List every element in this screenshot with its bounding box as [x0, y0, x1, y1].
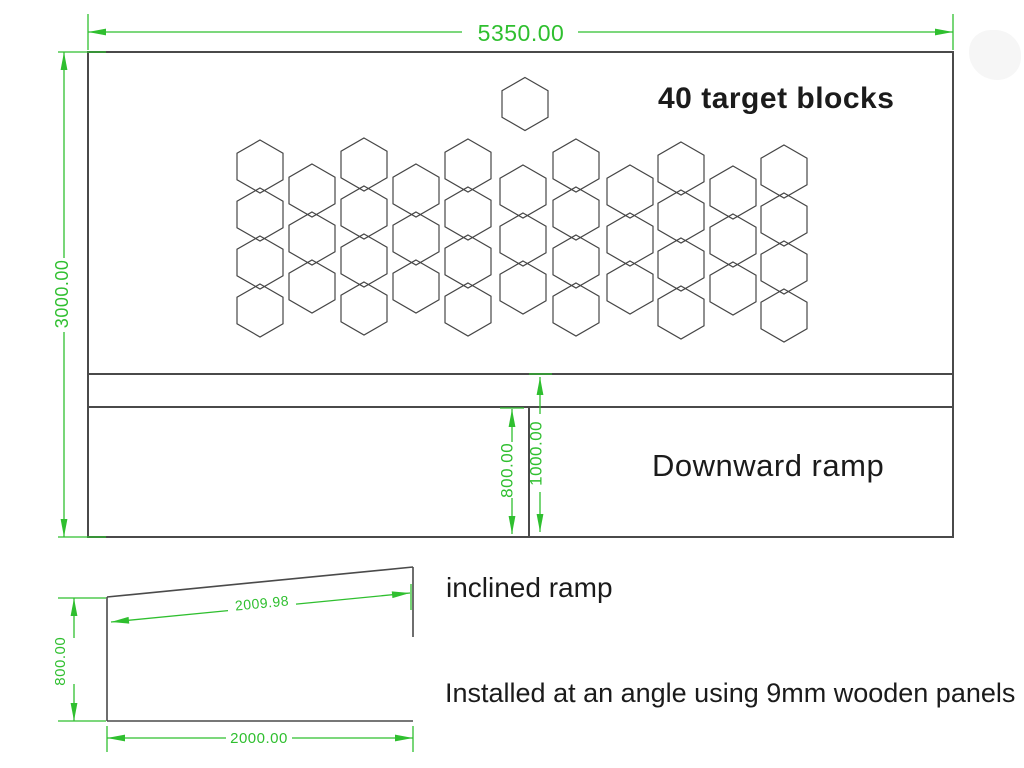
- hexagon-block: [552, 234, 600, 289]
- install-note-label: Installed at an angle using 9mm wooden p…: [445, 678, 1016, 708]
- hexagon-block: [709, 261, 757, 316]
- dimension-arrowhead: [536, 514, 544, 532]
- dimension-label-total-width: 5350.00: [477, 20, 565, 46]
- hexagon-block: [657, 141, 705, 196]
- hexagon-block: [760, 240, 808, 295]
- side-view-inclined-ramp: [106, 566, 414, 722]
- inclined-ramp-label: inclined ramp: [446, 572, 613, 603]
- dimension-arrowhead: [70, 703, 78, 721]
- dimension-arrowhead: [508, 409, 516, 427]
- dimension-segment: [110, 609, 229, 623]
- ramp-inclined-edge: [106, 566, 414, 598]
- dimension-lines: [58, 14, 954, 752]
- dimension-arrowhead: [60, 519, 68, 537]
- hexagon-block: [499, 212, 547, 267]
- hexagon-block: [606, 164, 654, 219]
- hexagon-block: [760, 192, 808, 247]
- hexagon-block: [236, 139, 284, 194]
- dimension-label-total-height: 3000.00: [52, 259, 73, 329]
- hexagon-block: [501, 76, 549, 132]
- target-blocks-label: 40 target blocks: [658, 82, 895, 115]
- dimension-label-ramp-height: 800.00: [51, 636, 69, 686]
- hexagon-block: [444, 138, 492, 193]
- dimension-arrowhead: [391, 591, 410, 599]
- hexagon-block: [709, 213, 757, 268]
- dimension-arrowhead: [935, 28, 953, 36]
- hexagon-block: [606, 212, 654, 267]
- hexagon-block: [340, 137, 388, 192]
- dimension-arrowhead: [107, 734, 125, 742]
- downward-ramp-label: Downward ramp: [652, 448, 885, 483]
- dimension-segment: [295, 592, 411, 605]
- hexagon-block: [709, 165, 757, 220]
- dimension-arrowhead: [60, 52, 68, 70]
- hexagon-block: [236, 187, 284, 242]
- hexagon-block: [657, 237, 705, 292]
- hexagon-block: [499, 260, 547, 315]
- hexagon-block: [340, 185, 388, 240]
- hexagon-block: [340, 233, 388, 288]
- hexagon-block: [392, 259, 440, 314]
- hexagon-block: [236, 235, 284, 290]
- hexagon-block: [657, 189, 705, 244]
- dimension-arrowhead: [88, 28, 106, 36]
- hexagon-block: [392, 211, 440, 266]
- hexagon-block: [444, 234, 492, 289]
- dimension-arrowhead: [111, 616, 130, 624]
- hexagon-block: [760, 288, 808, 343]
- scan-smudge-artifact: [969, 30, 1021, 80]
- dimension-arrowhead: [536, 377, 544, 395]
- dimension-label-strip-1000: 1000.00: [526, 420, 546, 486]
- hexagon-block: [657, 285, 705, 340]
- hexagon-block: [760, 144, 808, 199]
- hexagon-block: [552, 138, 600, 193]
- hexagon-block: [552, 282, 600, 337]
- plan-view: [87, 51, 954, 538]
- dimension-label-strip-800: 800.00: [497, 442, 517, 498]
- hexagon-block: [392, 163, 440, 218]
- hexagon-target-blocks: [236, 76, 808, 343]
- hexagon-block: [499, 164, 547, 219]
- hexagon-block: [444, 282, 492, 337]
- hexagon-block: [288, 163, 336, 218]
- dimension-arrowhead: [395, 734, 413, 742]
- dimension-arrowhead: [508, 516, 516, 534]
- outer-rectangle: [87, 51, 954, 538]
- hexagon-block: [444, 186, 492, 241]
- dimension-arrowhead: [70, 598, 78, 616]
- hexagon-block: [606, 260, 654, 315]
- hexagon-block: [552, 186, 600, 241]
- hexagon-block: [340, 281, 388, 336]
- hexagon-block: [288, 259, 336, 314]
- hexagon-block: [236, 283, 284, 338]
- dimension-label-ramp-base: 2000.00: [230, 730, 288, 747]
- hexagon-block: [288, 211, 336, 266]
